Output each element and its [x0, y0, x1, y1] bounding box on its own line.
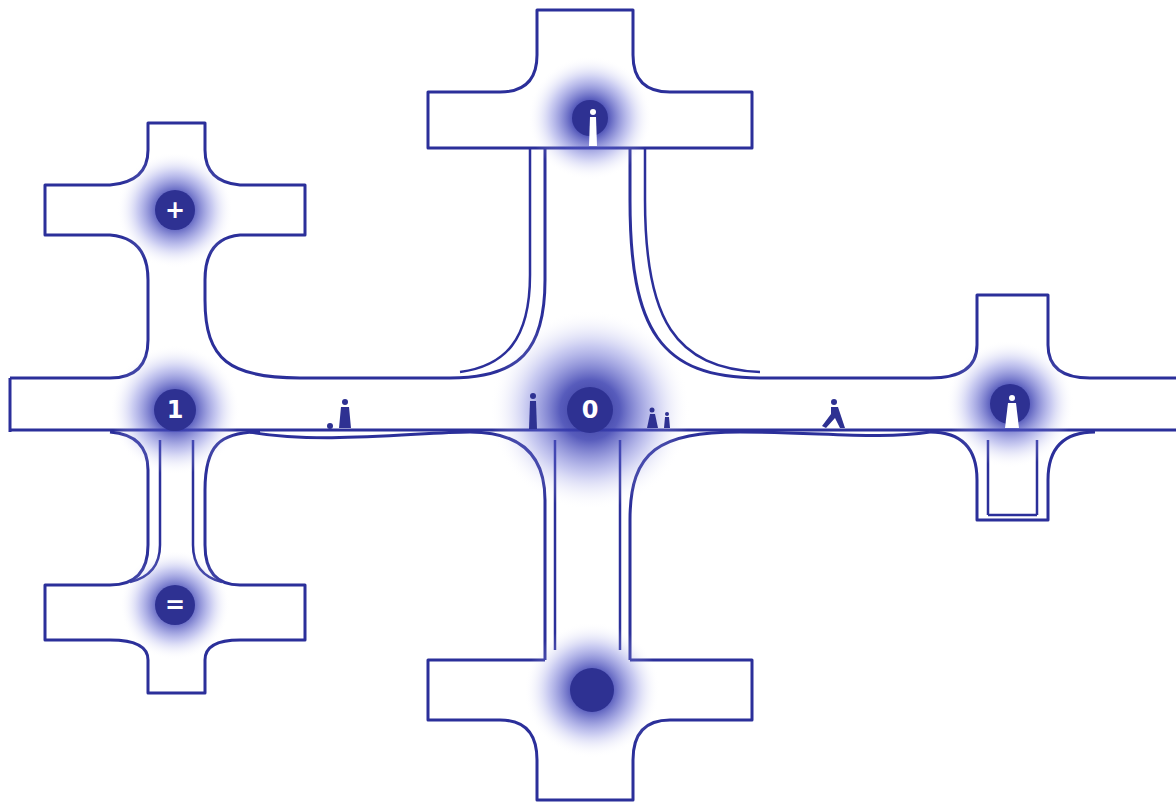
building-outline [10, 10, 1176, 800]
light-circle: + [155, 190, 195, 230]
circle-symbol: 1 [167, 398, 184, 422]
light-glows [110, 56, 1074, 758]
light-circle: 0 [567, 387, 613, 433]
people-figures [327, 109, 1019, 429]
light-circle: 1 [154, 389, 196, 431]
circle-symbol: + [165, 198, 185, 222]
light-circle: = [155, 585, 195, 625]
circle-symbol: = [165, 593, 185, 617]
circle-symbol: 0 [582, 398, 599, 422]
